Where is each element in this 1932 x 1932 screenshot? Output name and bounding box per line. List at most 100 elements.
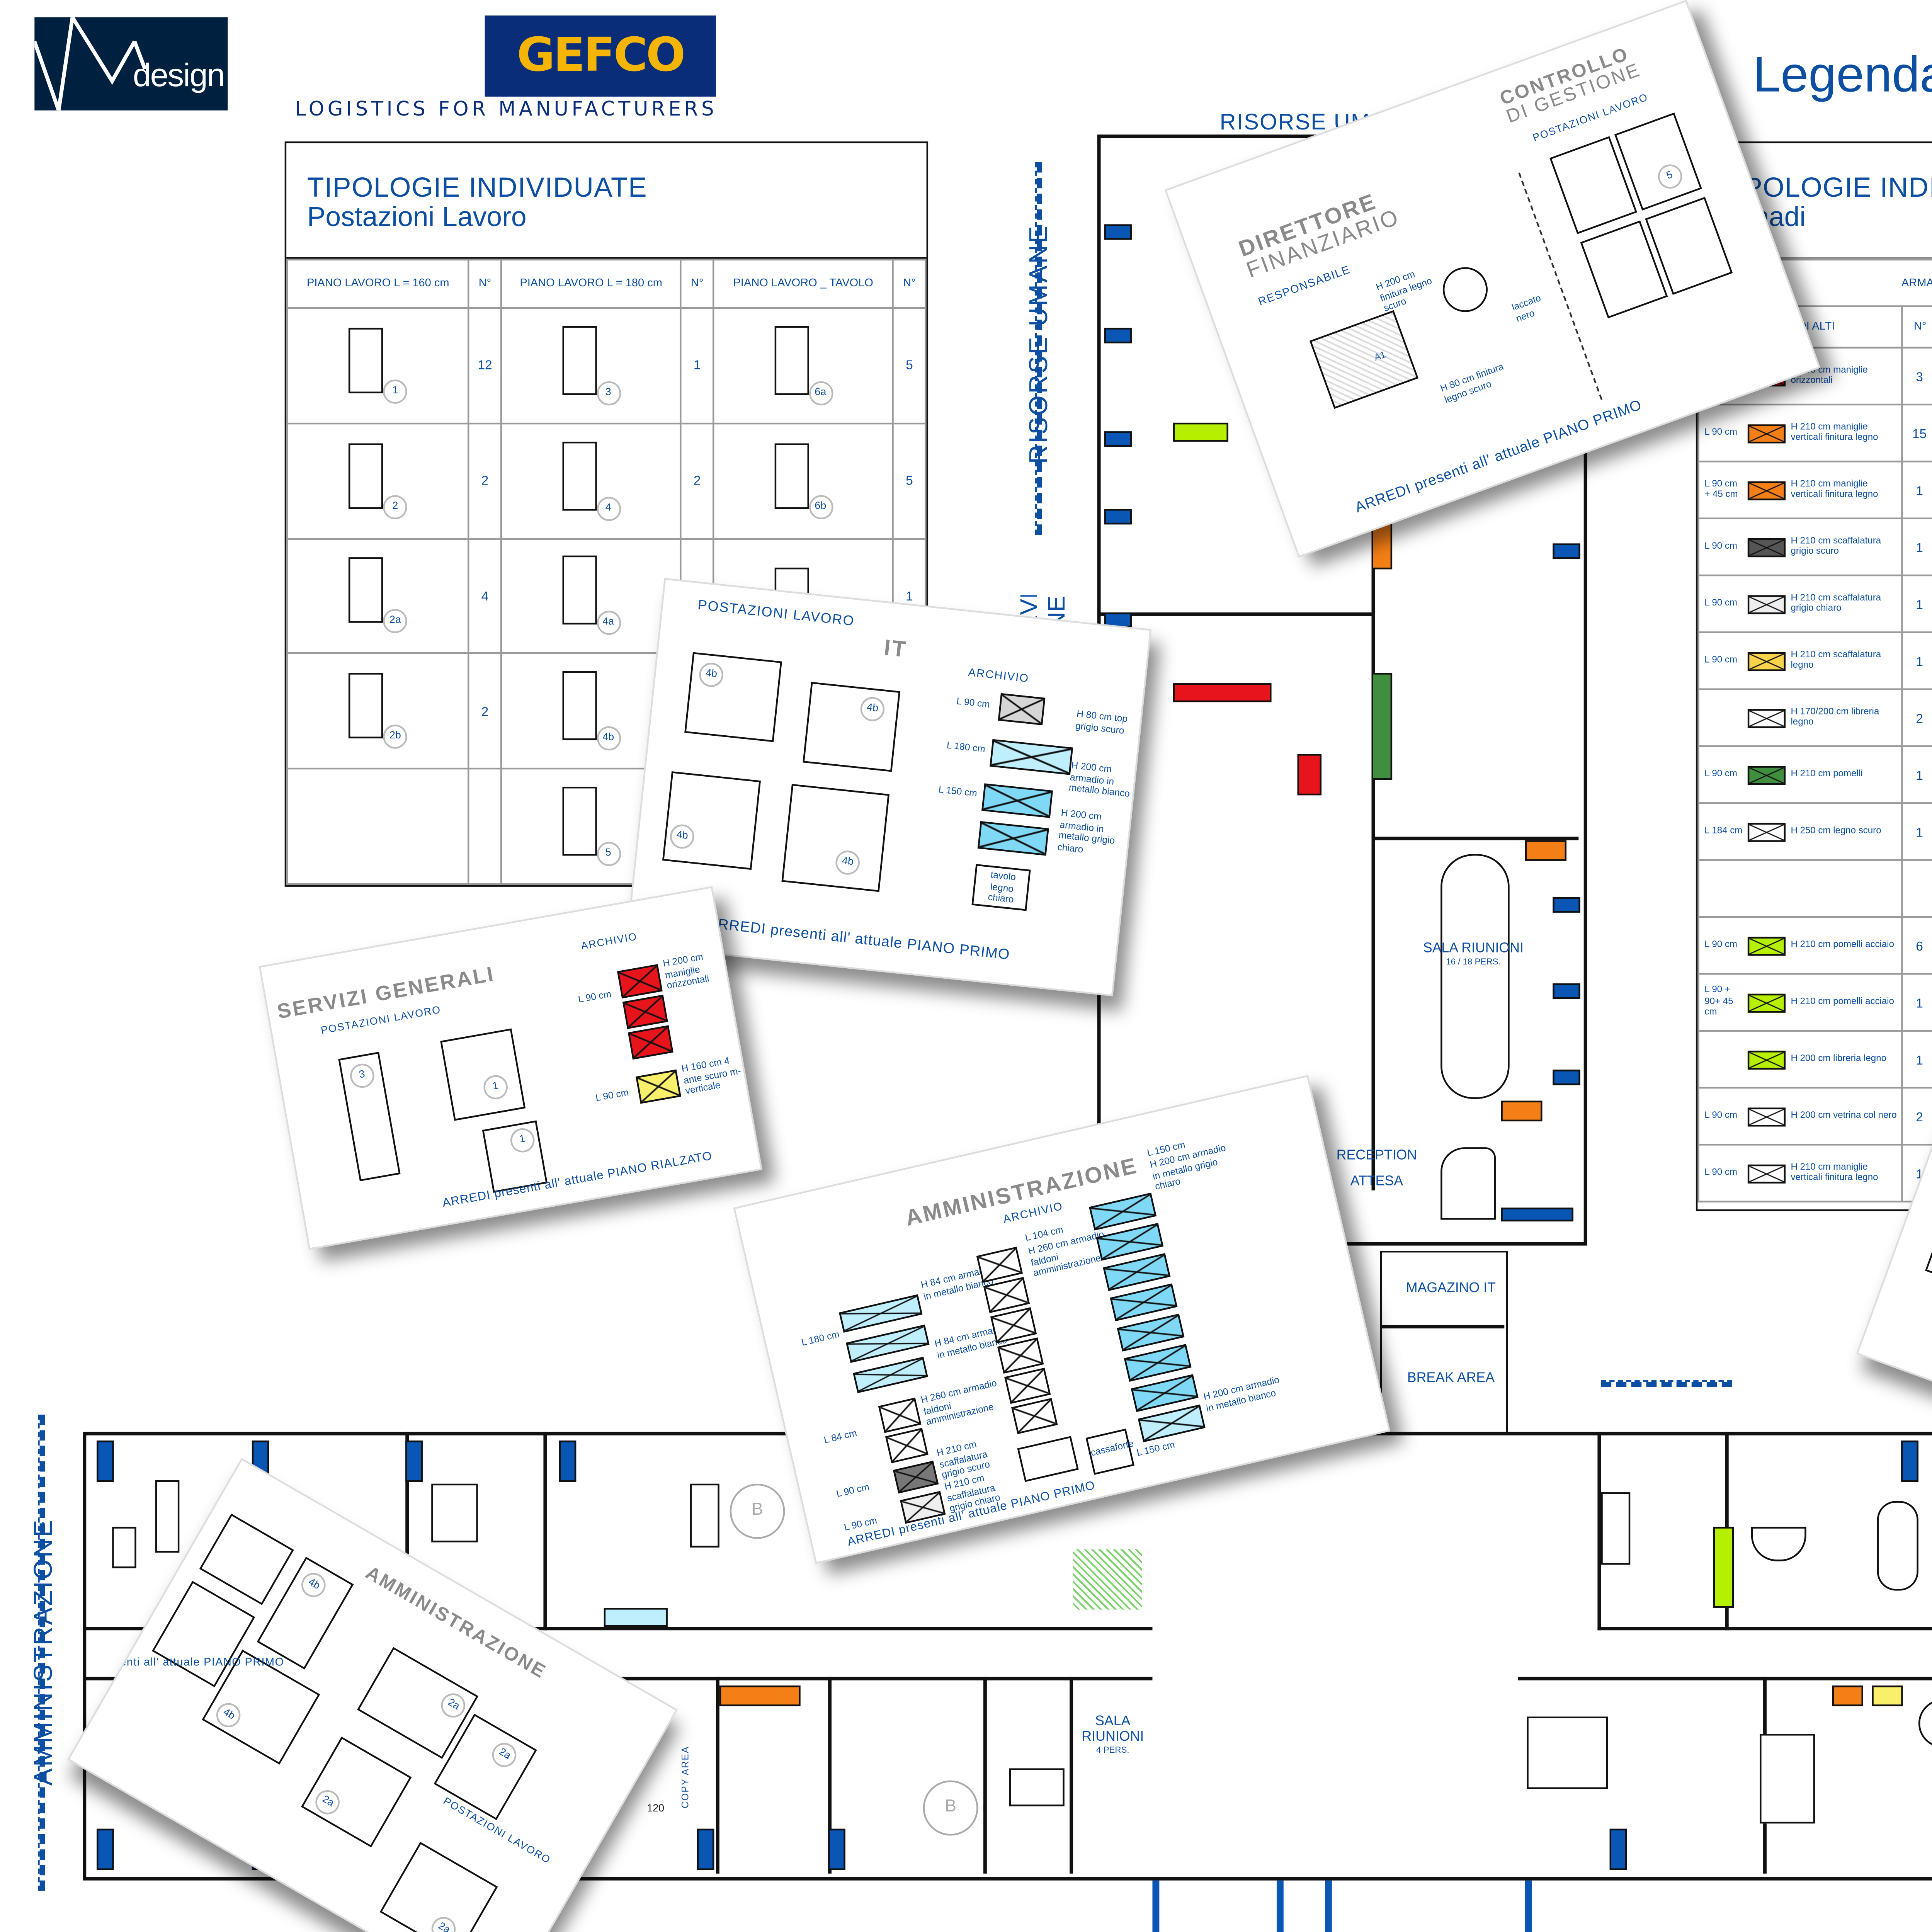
reception-label: RECEPTION ATTESA bbox=[1325, 1147, 1429, 1189]
cabinet-faldoni-icon bbox=[885, 1428, 929, 1463]
item-length: L 90 cm bbox=[956, 697, 990, 711]
pillar bbox=[1553, 1070, 1580, 1085]
length-label: L 90 cm + 45 cm bbox=[1704, 478, 1738, 500]
cabinet-swatch-icon bbox=[1747, 993, 1786, 1012]
col-header: N° bbox=[468, 259, 502, 309]
cabinet-desc: H 210 cm scaffalatura grigio chiaro bbox=[1791, 592, 1881, 614]
count: 1 bbox=[1901, 631, 1932, 690]
meeting-table bbox=[1440, 854, 1510, 1099]
workstation bbox=[690, 1483, 719, 1548]
count: 1 bbox=[1901, 802, 1932, 861]
card-title: DIRETTORE FINANZIARIO bbox=[1235, 184, 1403, 283]
cabinet-desc: H 250 cm legno scuro bbox=[1791, 826, 1881, 837]
workstation bbox=[431, 1483, 478, 1543]
cabinet-note: H 80 cm finitura legno scuro bbox=[1439, 362, 1506, 406]
item-length: L 84 cm bbox=[823, 1429, 858, 1447]
cabinet-orange bbox=[1832, 1685, 1863, 1706]
count: 2 bbox=[468, 422, 502, 539]
pillar bbox=[97, 1440, 114, 1482]
col-header: N° bbox=[892, 259, 927, 309]
cabinet-swatch-icon bbox=[1747, 1163, 1786, 1183]
cabinet-metal-white bbox=[604, 1608, 668, 1627]
workstation-cluster bbox=[1760, 1734, 1815, 1824]
item-desc: H 200 cm armadio in metallo bianco bbox=[1202, 1376, 1281, 1414]
col-header: PIANO LAVORO L = 160 cm bbox=[286, 259, 470, 309]
pillar bbox=[1104, 431, 1132, 447]
pillar-b-marker: B bbox=[730, 1483, 785, 1539]
count: 5 bbox=[892, 422, 927, 539]
gefco-logo: GEFCO bbox=[485, 15, 716, 97]
pillar bbox=[1104, 509, 1132, 525]
length-label: L 90 + 90+ 45 cm bbox=[1704, 985, 1733, 1019]
pillar bbox=[828, 1828, 845, 1870]
ana-design-text: design bbox=[133, 58, 225, 95]
pillar bbox=[559, 1440, 577, 1482]
count: 1 bbox=[680, 307, 714, 424]
type-badge: 4 bbox=[596, 496, 621, 520]
cabinet-grey-icon bbox=[998, 693, 1046, 725]
pillar-b-marker: B bbox=[923, 1780, 978, 1836]
dimension-line bbox=[1601, 1380, 1732, 1387]
item-desc: H 200 cm maniglie orizzontali bbox=[662, 952, 710, 992]
cabinet-swatch-icon bbox=[1747, 423, 1786, 443]
count: 2 bbox=[1901, 1087, 1932, 1146]
cabinet-desc: H 170/200 cm libreria legno bbox=[1791, 706, 1879, 728]
type-badge: 2a bbox=[383, 610, 408, 634]
partition bbox=[1380, 1325, 1505, 1328]
type-badge: 2b bbox=[383, 725, 408, 749]
cabinet-swatch-icon bbox=[1747, 708, 1786, 727]
workstation bbox=[1601, 1492, 1631, 1565]
count: 1 bbox=[1901, 461, 1932, 519]
count: 6 bbox=[1901, 916, 1932, 975]
ana-design-logo: design bbox=[34, 17, 228, 111]
corridor-wall bbox=[1518, 1677, 1932, 1680]
table-row: L 184 cmH 250 cm legno scuro10 bbox=[1697, 802, 1932, 861]
count: 5 bbox=[892, 307, 927, 424]
pillar bbox=[1609, 1828, 1627, 1870]
table bbox=[1017, 1436, 1079, 1482]
cabinet-swatch-icon bbox=[1747, 822, 1786, 841]
cabinet-desc: H 200 cm libreria legno bbox=[1791, 1053, 1886, 1064]
partition bbox=[543, 1432, 546, 1631]
workstation bbox=[1009, 1768, 1065, 1806]
cabinet-swatch-icon bbox=[1747, 1049, 1786, 1069]
workstation bbox=[1925, 1194, 1932, 1296]
cabinet-lime bbox=[1713, 1527, 1734, 1608]
cabinet-faldoni-icon bbox=[878, 1397, 922, 1433]
count: 15 bbox=[1901, 403, 1932, 463]
col-header: N° bbox=[680, 259, 714, 309]
partition bbox=[1070, 1677, 1072, 1874]
pillar bbox=[1104, 328, 1132, 344]
count: 1 bbox=[1901, 1030, 1932, 1089]
workstation-cluster bbox=[1527, 1716, 1608, 1789]
length-label: L 90 cm bbox=[1704, 598, 1737, 609]
partition bbox=[716, 1677, 719, 1874]
table-note: laccato nero bbox=[1511, 294, 1543, 325]
item-desc: H 200 cm armadio in metallo grigio chiar… bbox=[1057, 809, 1116, 855]
pillar bbox=[97, 1828, 114, 1870]
item-length: L 90 cm bbox=[595, 1088, 630, 1105]
pillar bbox=[1553, 897, 1580, 913]
cabinet-metal-light-icon bbox=[1131, 1374, 1199, 1412]
room-name: SALA RIUNIONI bbox=[1082, 1713, 1144, 1744]
copy-area-label: COPY AREA bbox=[681, 1746, 692, 1809]
cabinet-red bbox=[1297, 754, 1322, 796]
pillar bbox=[1501, 1208, 1573, 1222]
cabinet-metal-white-icon bbox=[838, 1294, 923, 1333]
partition bbox=[405, 1432, 408, 1631]
pillar bbox=[1553, 983, 1580, 999]
item-desc: H 160 cm 4 ante scuro m-verticale bbox=[681, 1056, 742, 1098]
cabinet-swatch-icon bbox=[1747, 537, 1786, 556]
cabinet-metal-white-icon bbox=[846, 1324, 930, 1363]
cabinet-metal-light-icon bbox=[1124, 1344, 1192, 1382]
dimension-line bbox=[38, 1415, 45, 1891]
ana-mark-icon bbox=[34, 17, 147, 111]
shelf-dark-icon bbox=[893, 1461, 939, 1494]
